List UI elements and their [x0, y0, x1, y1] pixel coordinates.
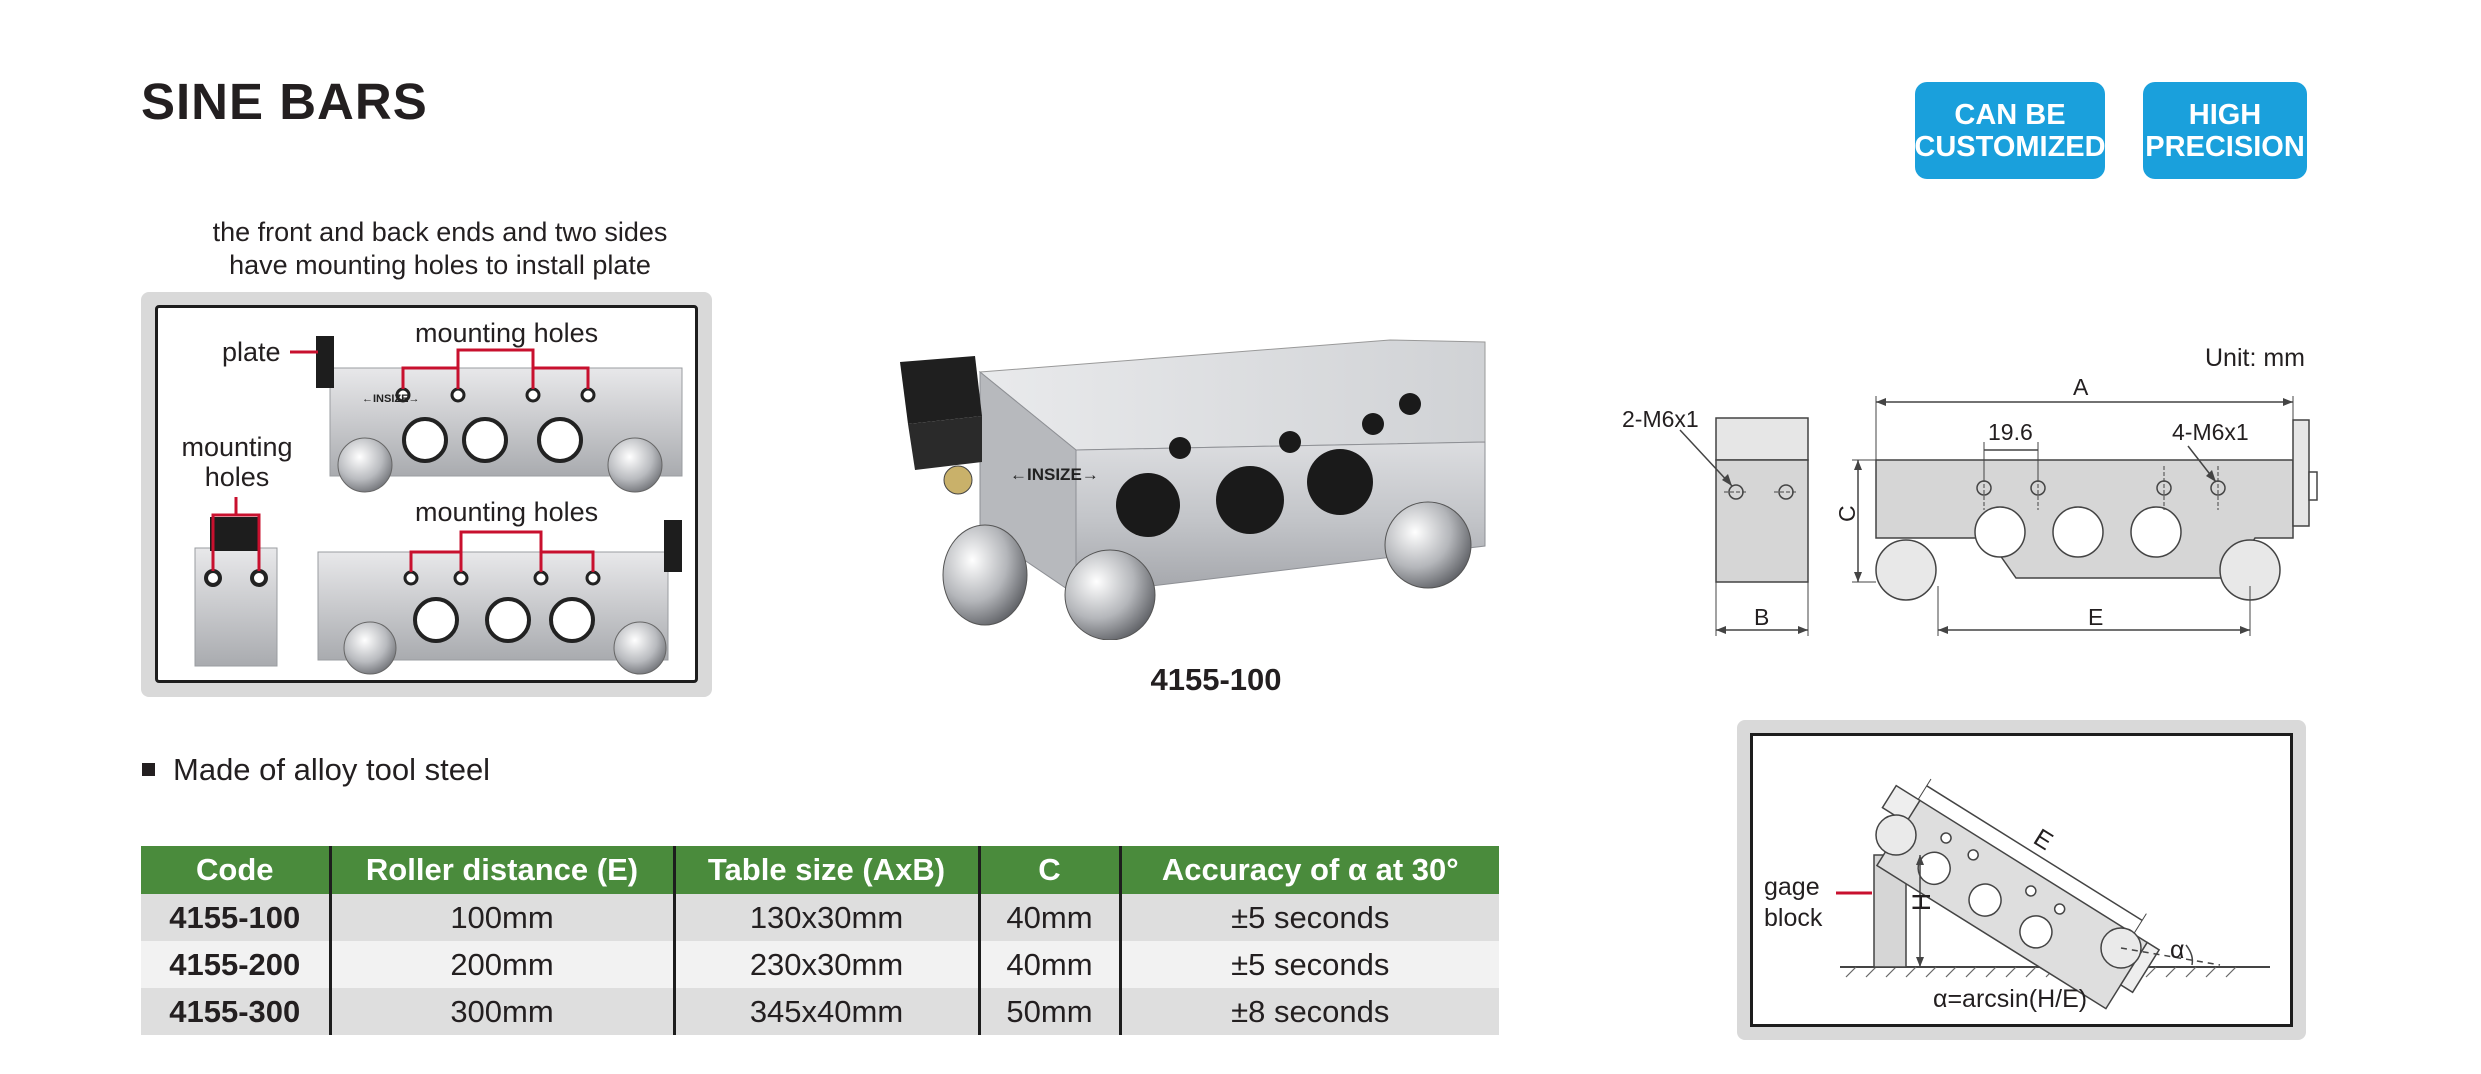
brand-logo: ←INSIZE→: [362, 393, 419, 405]
cell: 300mm: [328, 988, 674, 1035]
brand-logo: ←INSIZE→: [1010, 465, 1099, 484]
cell-code: 4155-200: [141, 941, 330, 988]
thread-label-side: 4-M6x1: [2172, 419, 2249, 445]
side-label-line: mounting: [181, 432, 293, 462]
formula-label: α=arcsin(H/E): [1933, 985, 2087, 1013]
dim-b-label: B: [1754, 604, 1769, 630]
cell: 40mm: [977, 894, 1120, 941]
table-row: 4155-300 300mm 345x40mm 50mm ±8 seconds: [141, 988, 1499, 1035]
dim-a-label: A: [2073, 374, 2089, 400]
badge-line: HIGH: [2188, 98, 2262, 131]
cell: ±5 seconds: [1118, 941, 1499, 988]
plate-label: plate: [222, 337, 281, 367]
page-title: SINE BARS: [141, 73, 428, 130]
dim-e-label: E: [2088, 604, 2103, 630]
thread-label-end: 2-M6x1: [1622, 406, 1699, 432]
hole-spacing-label: 19.6: [1988, 419, 2033, 445]
badge-line: CUSTOMIZED: [1914, 130, 2106, 163]
bottom-sine-bar-illustration: [317, 520, 682, 675]
alpha-label: α: [2170, 936, 2184, 964]
gage-block-label-line1: gage: [1764, 873, 1820, 901]
table-row: 4155-100 100mm 130x30mm 40mm ±5 seconds: [141, 894, 1499, 941]
badge-line: PRECISION: [2145, 130, 2305, 163]
col-header: Accuracy of α at 30°: [1118, 846, 1499, 894]
badge-line: CAN BE: [1954, 98, 2066, 131]
unit-label: Unit: mm: [2205, 344, 2305, 372]
spec-table: Code Roller distance (E) Table size (AxB…: [141, 846, 1499, 1035]
cell: 100mm: [328, 894, 674, 941]
cell: 50mm: [977, 988, 1120, 1035]
mounting-holes-label-top: mounting holes: [415, 318, 599, 348]
cell: 200mm: [328, 941, 674, 988]
customizable-badge: CAN BE CUSTOMIZED: [1914, 82, 2106, 179]
dimension-drawing: 2-M6x1 B C 19.6 4-M: [1622, 374, 2318, 636]
table-header-row: Code Roller distance (E) Table size (AxB…: [141, 846, 1499, 894]
top-sine-bar-illustration: ←INSIZE→: [290, 336, 683, 493]
cell-code: 4155-300: [141, 988, 330, 1035]
caption-line: the front and back ends and two sides: [212, 217, 668, 247]
col-header: Table size (AxB): [672, 846, 979, 894]
angle-diagram: E H gage block α α=arcsin(H/E): [1764, 778, 2270, 1013]
mounting-holes-label-bottom: mounting holes: [415, 497, 599, 527]
cell: ±5 seconds: [1118, 894, 1499, 941]
side-label-line: holes: [204, 462, 270, 492]
col-header: Code: [141, 846, 330, 894]
product-model-label: 4155-100: [1150, 662, 1282, 697]
cell: 230x30mm: [672, 941, 979, 988]
mounting-holes-label-side: mounting holes: [172, 432, 302, 492]
angle-dim-h-label: H: [1908, 893, 1936, 911]
caption-line: have mounting holes to install plate: [229, 250, 651, 280]
side-block-illustration: [194, 497, 278, 667]
high-precision-badge: HIGH PRECISION: [2143, 82, 2307, 179]
gage-block-label-line2: block: [1764, 904, 1823, 932]
cell: ±8 seconds: [1118, 988, 1499, 1035]
feature-text: Made of alloy tool steel: [173, 752, 491, 787]
bullet-square: [142, 763, 155, 776]
angle-dim-e-label: E: [2029, 823, 2058, 856]
mounting-caption: the front and back ends and two sides ha…: [140, 216, 740, 282]
cell: 130x30mm: [672, 894, 979, 941]
col-header: Roller distance (E): [328, 846, 674, 894]
table-row: 4155-200 200mm 230x30mm 40mm ±5 seconds: [141, 941, 1499, 988]
cell: 345x40mm: [672, 988, 979, 1035]
cell: 40mm: [977, 941, 1120, 988]
col-header: C: [977, 846, 1120, 894]
product-photo: ←INSIZE→: [900, 339, 1486, 640]
cell-code: 4155-100: [141, 894, 330, 941]
dim-c-label: C: [1834, 505, 1860, 522]
